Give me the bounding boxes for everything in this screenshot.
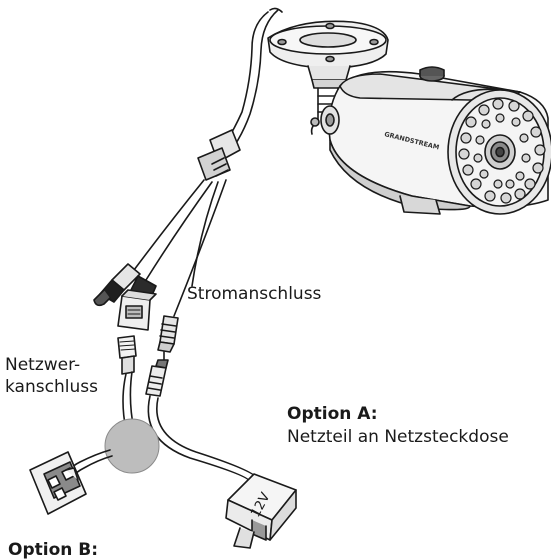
power-plug-chain: [146, 316, 258, 482]
option-b-title: Option B:: [8, 540, 98, 560]
option-a-text: Netzteil an Netzsteckdose: [287, 427, 509, 447]
option-a-title: Option A:: [287, 404, 378, 424]
network-connector-label-line1: Netzwer-: [5, 355, 80, 375]
wall-socket: [30, 452, 86, 514]
camera-body: [321, 67, 551, 214]
network-connector-label-line2: kanschluss: [5, 377, 98, 397]
network-plug: [118, 336, 136, 430]
power-connector-label: Stromanschluss: [187, 284, 321, 304]
poe-circle: [70, 419, 159, 476]
